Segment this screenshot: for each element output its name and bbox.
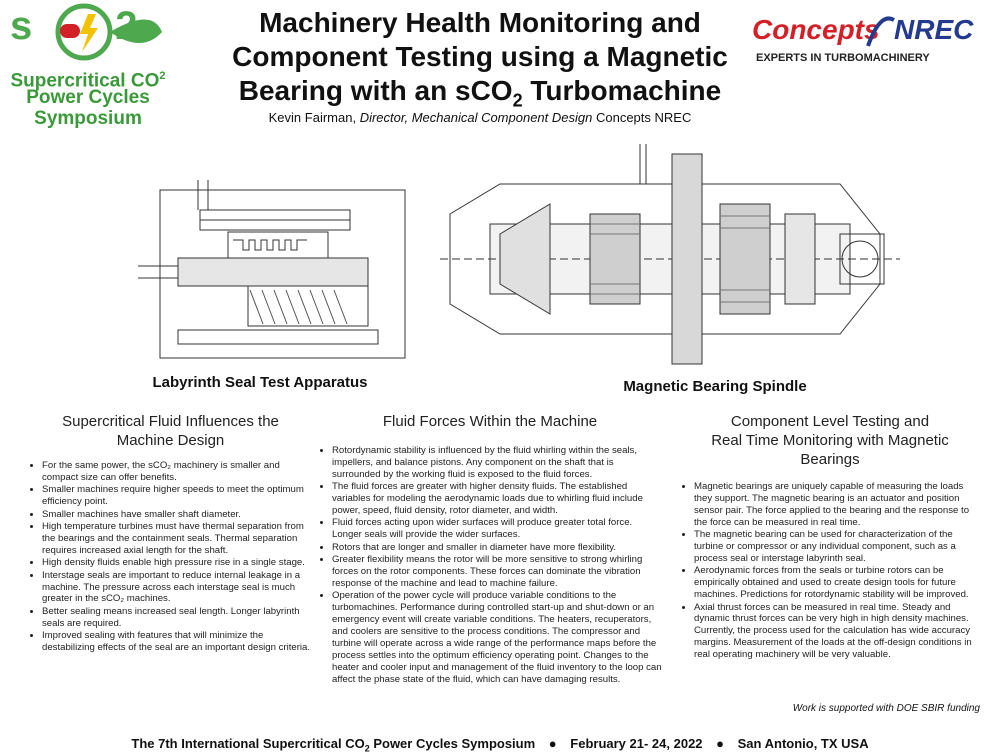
- author-role: Director, Mechanical Component Design: [359, 110, 593, 125]
- concepts-nrec-logo: Concepts NREC EXPERTS IN TURBOMACHINERY: [752, 14, 992, 74]
- list-item: Smaller machines have smaller shaft diam…: [42, 509, 313, 521]
- logo-tagline: EXPERTS IN TURBOMACHINERY: [756, 52, 930, 64]
- capsule-icon: [60, 24, 80, 38]
- labyrinth-caption: Labyrinth Seal Test Apparatus: [152, 374, 368, 391]
- symposium-line2: Power Cycles: [26, 87, 150, 108]
- column-component-testing: Component Level Testing and Real Time Mo…: [680, 412, 980, 662]
- list-item: Fluid forces acting upon wider surfaces …: [332, 517, 662, 541]
- column1-heading: Supercritical Fluid Influences the Machi…: [62, 413, 279, 449]
- author-name: Kevin Fairman,: [268, 110, 360, 125]
- footer-dates: February 21- 24, 2022: [570, 736, 703, 751]
- funding-note: Work is supported with DOE SBIR funding: [792, 703, 980, 714]
- list-item: Aerodynamic forces from the seals or tur…: [694, 565, 980, 601]
- list-item: Smaller machines require higher speeds t…: [42, 484, 313, 508]
- list-item: Improved sealing with features that will…: [42, 630, 313, 654]
- list-item: The magnetic bearing can be used for cha…: [694, 529, 980, 565]
- column-fluid-forces: Fluid Forces Within the Machine Rotordyn…: [318, 412, 662, 686]
- list-item: High density fluids enable high pressure…: [42, 557, 313, 569]
- column3-bullets: Magnetic bearings are uniquely capable o…: [680, 481, 980, 661]
- column1-bullets: For the same power, the sCO₂ machinery i…: [28, 460, 313, 654]
- footer: The 7th International Supercritical CO2 …: [131, 736, 869, 754]
- title-line3: Bearing with an sCO2 Turbomachine: [238, 75, 722, 111]
- lightning-icon: [80, 14, 98, 52]
- title-line1: Machinery Health Monitoring and: [259, 7, 701, 38]
- labyrinth-seal-drawing: [138, 180, 406, 359]
- logo-word-nrec: NREC: [894, 14, 974, 45]
- symposium-line1: Supercritical CO2: [10, 70, 166, 92]
- bullet-separator: ●: [548, 736, 557, 751]
- magnetic-bearing-drawing: [440, 144, 900, 365]
- logo-word-concepts: Concepts: [752, 14, 880, 45]
- bullet-separator: ●: [716, 736, 725, 751]
- swoosh-icon: [866, 16, 895, 47]
- column-fluid-influences: Supercritical Fluid Influences the Machi…: [28, 412, 313, 655]
- author-line: Kevin Fairman, Director, Mechanical Comp…: [190, 110, 770, 125]
- sco2-leaf-icon: [55, 3, 162, 61]
- symposium-line3: Symposium: [34, 108, 142, 129]
- title-line2: Component Testing using a Magnetic: [232, 41, 728, 72]
- list-item: Magnetic bearings are uniquely capable o…: [694, 481, 980, 529]
- list-item: Operation of the power cycle will produc…: [332, 590, 662, 685]
- list-item: Axial thrust forces can be measured in r…: [694, 602, 980, 662]
- column3-heading: Component Level Testing and Real Time Mo…: [711, 413, 949, 468]
- spindle-caption: Magnetic Bearing Spindle: [623, 378, 807, 395]
- list-item: High temperature turbines must have ther…: [42, 521, 313, 557]
- column2-bullets: Rotordynamic stability is influenced by …: [318, 445, 662, 686]
- list-item: For the same power, the sCO₂ machinery i…: [42, 460, 313, 484]
- author-org: Concepts NREC: [592, 110, 692, 125]
- list-item: The fluid forces are greater with higher…: [332, 481, 662, 517]
- column2-heading: Fluid Forces Within the Machine: [382, 413, 598, 430]
- list-item: Better sealing means increased seal leng…: [42, 606, 313, 630]
- list-item: Rotors that are longer and smaller in di…: [332, 542, 662, 554]
- footer-location: San Antonio, TX USA: [737, 736, 869, 751]
- list-item: Interstage seals are important to reduce…: [42, 570, 313, 606]
- poster-title: Machinery Health Monitoring and Componen…: [190, 6, 770, 118]
- list-item: Greater flexibility means the rotor will…: [332, 554, 662, 590]
- list-item: Rotordynamic stability is influenced by …: [332, 445, 662, 481]
